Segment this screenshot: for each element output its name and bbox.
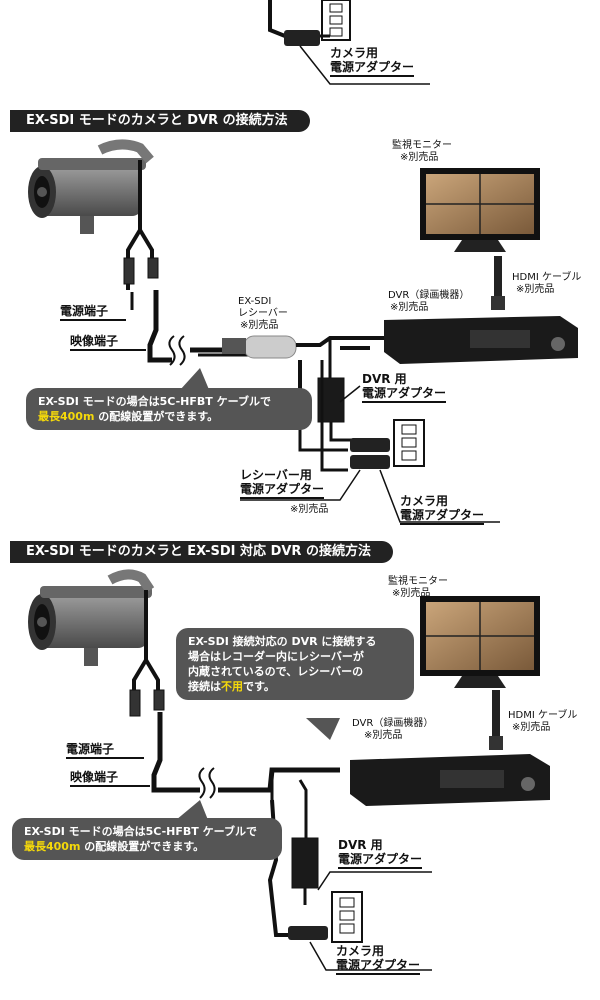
section2-title: EX-SDI モードのカメラと EX-SDI 対応 DVR の接続方法 xyxy=(10,541,393,563)
s1-receiver-note: ※別売品 xyxy=(240,320,279,331)
s2-break-marks xyxy=(198,767,216,799)
s2-info-line4-post: です。 xyxy=(243,680,275,693)
s2-info-line4-pre: 接続は xyxy=(188,680,221,693)
s2-cable-info-bubble: EX-SDI モードの場合は5C-HFBT ケーブルで 最長400m の配線設置… xyxy=(12,818,282,860)
top-camera-adapter-line2: 電源アダプター xyxy=(330,60,415,77)
s1-cable-info-bubble: EX-SDI モードの場合は5C-HFBT ケーブルで 最長400m の配線設置… xyxy=(26,388,312,430)
s1-video-terminal-label: 映像端子 xyxy=(70,334,146,351)
s1-bubble-highlight: 最長400m xyxy=(38,410,95,423)
s2-bubble-highlight: 最長400m xyxy=(24,840,81,853)
s1-dvr-adapter-label: DVR 用 電源アダプター xyxy=(362,372,447,403)
s1-receiver-label: EX-SDI xyxy=(238,296,272,307)
s2-dvr-adapter-label: DVR 用 電源アダプター xyxy=(338,838,423,869)
s2-outlet xyxy=(288,871,432,971)
s2-hdmi-label: HDMI ケーブル xyxy=(508,710,578,721)
top-outlet-icon xyxy=(268,0,430,85)
s2-monitor xyxy=(420,596,540,750)
s1-receiver-adapter-note: ※別売品 xyxy=(290,504,329,515)
s1-receiver xyxy=(222,335,297,359)
s2-video-terminal-label: 映像端子 xyxy=(70,770,150,787)
s1-hdmi-note: ※別売品 xyxy=(516,284,555,295)
s1-dvr-note: ※別売品 xyxy=(390,302,429,313)
s1-camera-adapter-line2: 電源アダプター xyxy=(400,508,485,525)
s2-info-line3: 内蔵されているので、レシーバーの xyxy=(188,665,364,678)
s2-camera-adapter-line1: カメラ用 xyxy=(336,944,385,958)
s2-bubble-line1: EX-SDI モードの場合は5C-HFBT ケーブルで xyxy=(24,825,257,838)
s1-receiver-adapter-line1: レシーバー用 xyxy=(240,468,312,482)
s2-dvr-adapter-line1: DVR 用 xyxy=(338,838,383,852)
s2-info-line4: 接続は不用です。 xyxy=(188,679,402,694)
s1-dvr-label: DVR（録画機器） xyxy=(388,290,470,301)
s2-info-line2: 場合はレコーダー内にレシーバーが xyxy=(188,650,364,663)
s1-bubble-line2-rest: の配線設置ができます。 xyxy=(94,410,219,423)
s2-info-line1: EX-SDI 接続対応の DVR に接続する xyxy=(188,635,377,648)
s1-camera-adapter-line1: カメラ用 xyxy=(400,494,449,508)
s1-outlet xyxy=(240,385,500,523)
s1-bubble-line1: EX-SDI モードの場合は5C-HFBT ケーブルで xyxy=(38,395,271,408)
s1-monitor-label: 監視モニター xyxy=(392,140,452,151)
s2-camera-cables xyxy=(129,590,340,937)
s2-info-highlight: 不用 xyxy=(221,680,243,693)
s1-power-terminal-label: 電源端子 xyxy=(60,304,126,321)
s2-monitor-note: ※別売品 xyxy=(392,588,431,599)
s1-bubble-line2: 最長400m の配線設置ができます。 xyxy=(38,409,300,424)
s1-dvr-cables xyxy=(296,336,384,472)
s1-camera xyxy=(28,139,154,234)
s2-camera-adapter-line2: 電源アダプター xyxy=(336,958,421,975)
top-camera-adapter-label: カメラ用 電源アダプター xyxy=(330,46,415,77)
s2-camera xyxy=(28,569,155,666)
top-camera-adapter-line1: カメラ用 xyxy=(330,46,379,60)
s1-hdmi-label: HDMI ケーブル xyxy=(512,272,582,283)
s1-dvr xyxy=(384,316,578,364)
s2-power-terminal-label: 電源端子 xyxy=(66,742,144,759)
s1-receiver-sub: レシーバー xyxy=(238,308,288,319)
s2-dvr xyxy=(350,754,550,806)
s2-dvr-note: ※別売品 xyxy=(364,730,403,741)
s1-monitor xyxy=(420,168,540,310)
s1-dvr-adapter-line1: DVR 用 xyxy=(362,372,407,386)
s2-bubble-line2-rest: の配線設置ができます。 xyxy=(80,840,205,853)
s1-break-marks xyxy=(168,335,186,366)
s2-info-bubble: EX-SDI 接続対応の DVR に接続する 場合はレコーダー内にレシーバーが … xyxy=(176,628,414,700)
section1-title: EX-SDI モードのカメラと DVR の接続方法 xyxy=(10,110,310,132)
s2-camera-adapter-label: カメラ用 電源アダプター xyxy=(336,944,421,975)
s2-dvr-label: DVR（録画機器） xyxy=(352,718,434,729)
s1-camera-adapter-label: カメラ用 電源アダプター xyxy=(400,494,485,525)
s1-receiver-adapter-label: レシーバー用 電源アダプター xyxy=(240,468,325,499)
s1-bubble-tail xyxy=(180,368,210,392)
s2-dvr-adapter-line2: 電源アダプター xyxy=(338,852,423,869)
s2-monitor-label: 監視モニター xyxy=(388,576,448,587)
s1-receiver-adapter-line2: 電源アダプター xyxy=(240,482,325,499)
s2-bubble-line2: 最長400m の配線設置ができます。 xyxy=(24,839,270,854)
s2-hdmi-note: ※別売品 xyxy=(512,722,551,733)
s1-monitor-note: ※別売品 xyxy=(400,152,439,163)
s1-dvr-adapter-line2: 電源アダプター xyxy=(362,386,447,403)
